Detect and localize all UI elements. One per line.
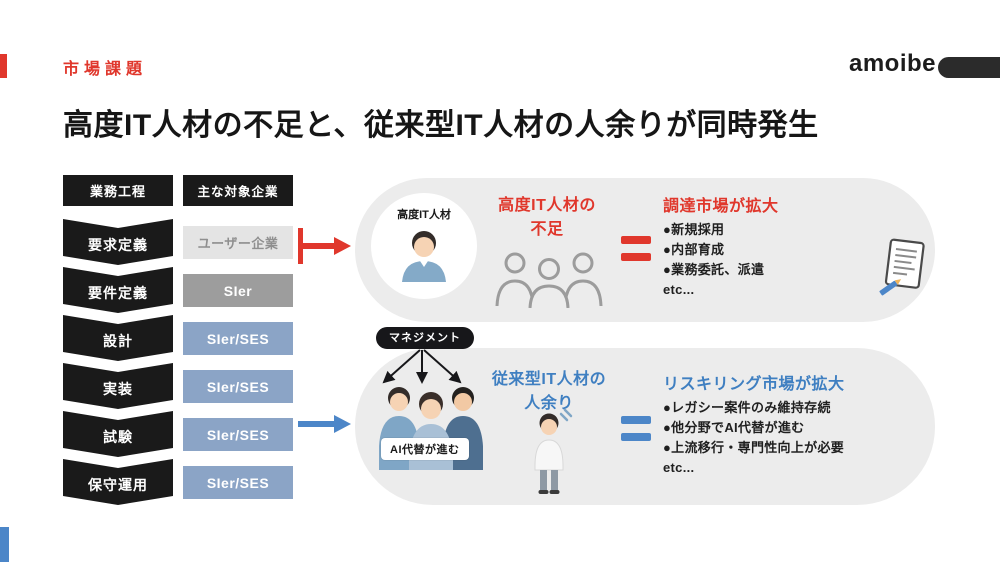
section-kicker: 市場課題 xyxy=(63,61,148,78)
bullet-item: ●新規採用 xyxy=(663,222,725,237)
company-box-sier-ses-3: SIer/SES xyxy=(183,418,293,451)
equals-icon xyxy=(621,416,651,441)
advanced-worker-illustration xyxy=(402,231,446,282)
procurement-bullet-list: ●新規採用 ●内部育成 ●業務委託、派遣 etc... xyxy=(663,220,764,300)
blue-right-arrow xyxy=(298,415,351,433)
company-box-user: ユーザー企業 xyxy=(183,226,293,259)
process-step-design: 設計 xyxy=(63,315,173,361)
document-icon xyxy=(879,238,925,296)
equals-icon xyxy=(621,236,651,261)
bullet-item: etc... xyxy=(663,460,695,475)
bullet-item: ●レガシー案件のみ維持存続 xyxy=(663,400,831,415)
surplus-statement: 従来型IT人材の 人余り xyxy=(491,371,607,412)
shortage-statement: 高度IT人材の 不足 xyxy=(498,197,596,238)
reskilling-bullet-list: ●レガシー案件のみ維持存続 ●他分野でAI代替が進む ●上流移行・専門性向上が必… xyxy=(663,398,844,478)
company-box-sier: SIer xyxy=(183,274,293,307)
page-title: 高度IT人材の不足と、従来型IT人材の人余りが同時発生 xyxy=(63,109,819,142)
bullet-item: ●上流移行・専門性向上が必要 xyxy=(663,440,845,455)
management-fan-arrows xyxy=(382,349,462,384)
bullet-item: ●他分野でAI代替が進む xyxy=(663,420,805,435)
panel-advanced-talent-shortage: 高度IT人材 高度IT人材の 不足 xyxy=(355,178,935,322)
reskilling-headline: リスキリング市場が拡大 xyxy=(663,376,845,393)
ai-replacement-label: AI代替が進む xyxy=(381,438,469,460)
company-column-header: 主な対象企業 xyxy=(183,175,293,206)
avatar-label: 高度IT人材 xyxy=(397,209,451,221)
process-step-requirements-request: 要求定義 xyxy=(63,219,173,265)
process-step-implementation: 実装 xyxy=(63,363,173,409)
outlined-people-icon xyxy=(495,252,603,308)
process-step-requirements-definition: 要件定義 xyxy=(63,267,173,313)
bullet-item: etc... xyxy=(663,282,695,297)
advanced-talent-avatar: 高度IT人材 xyxy=(371,193,477,299)
process-step-maintenance: 保守運用 xyxy=(63,459,173,505)
red-elbow-arrow xyxy=(298,228,351,264)
brand-logo-mark xyxy=(938,57,1000,78)
procurement-headline: 調達市場が拡大 xyxy=(663,198,779,215)
left-blue-accent-bar xyxy=(0,527,9,562)
company-box-sier-ses-2: SIer/SES xyxy=(183,370,293,403)
worried-worker-illustration xyxy=(534,408,573,494)
left-red-accent-bar xyxy=(0,54,7,78)
company-box-sier-ses-4: SIer/SES xyxy=(183,466,293,499)
company-box-sier-ses-1: SIer/SES xyxy=(183,322,293,355)
process-column-header: 業務工程 xyxy=(63,175,173,206)
management-pill: マネジメント xyxy=(376,327,474,349)
bullet-item: ●業務委託、派遣 xyxy=(663,262,765,277)
brand-logo-text: amoibe xyxy=(848,50,936,77)
process-step-testing: 試験 xyxy=(63,411,173,457)
bullet-item: ●内部育成 xyxy=(663,242,725,257)
